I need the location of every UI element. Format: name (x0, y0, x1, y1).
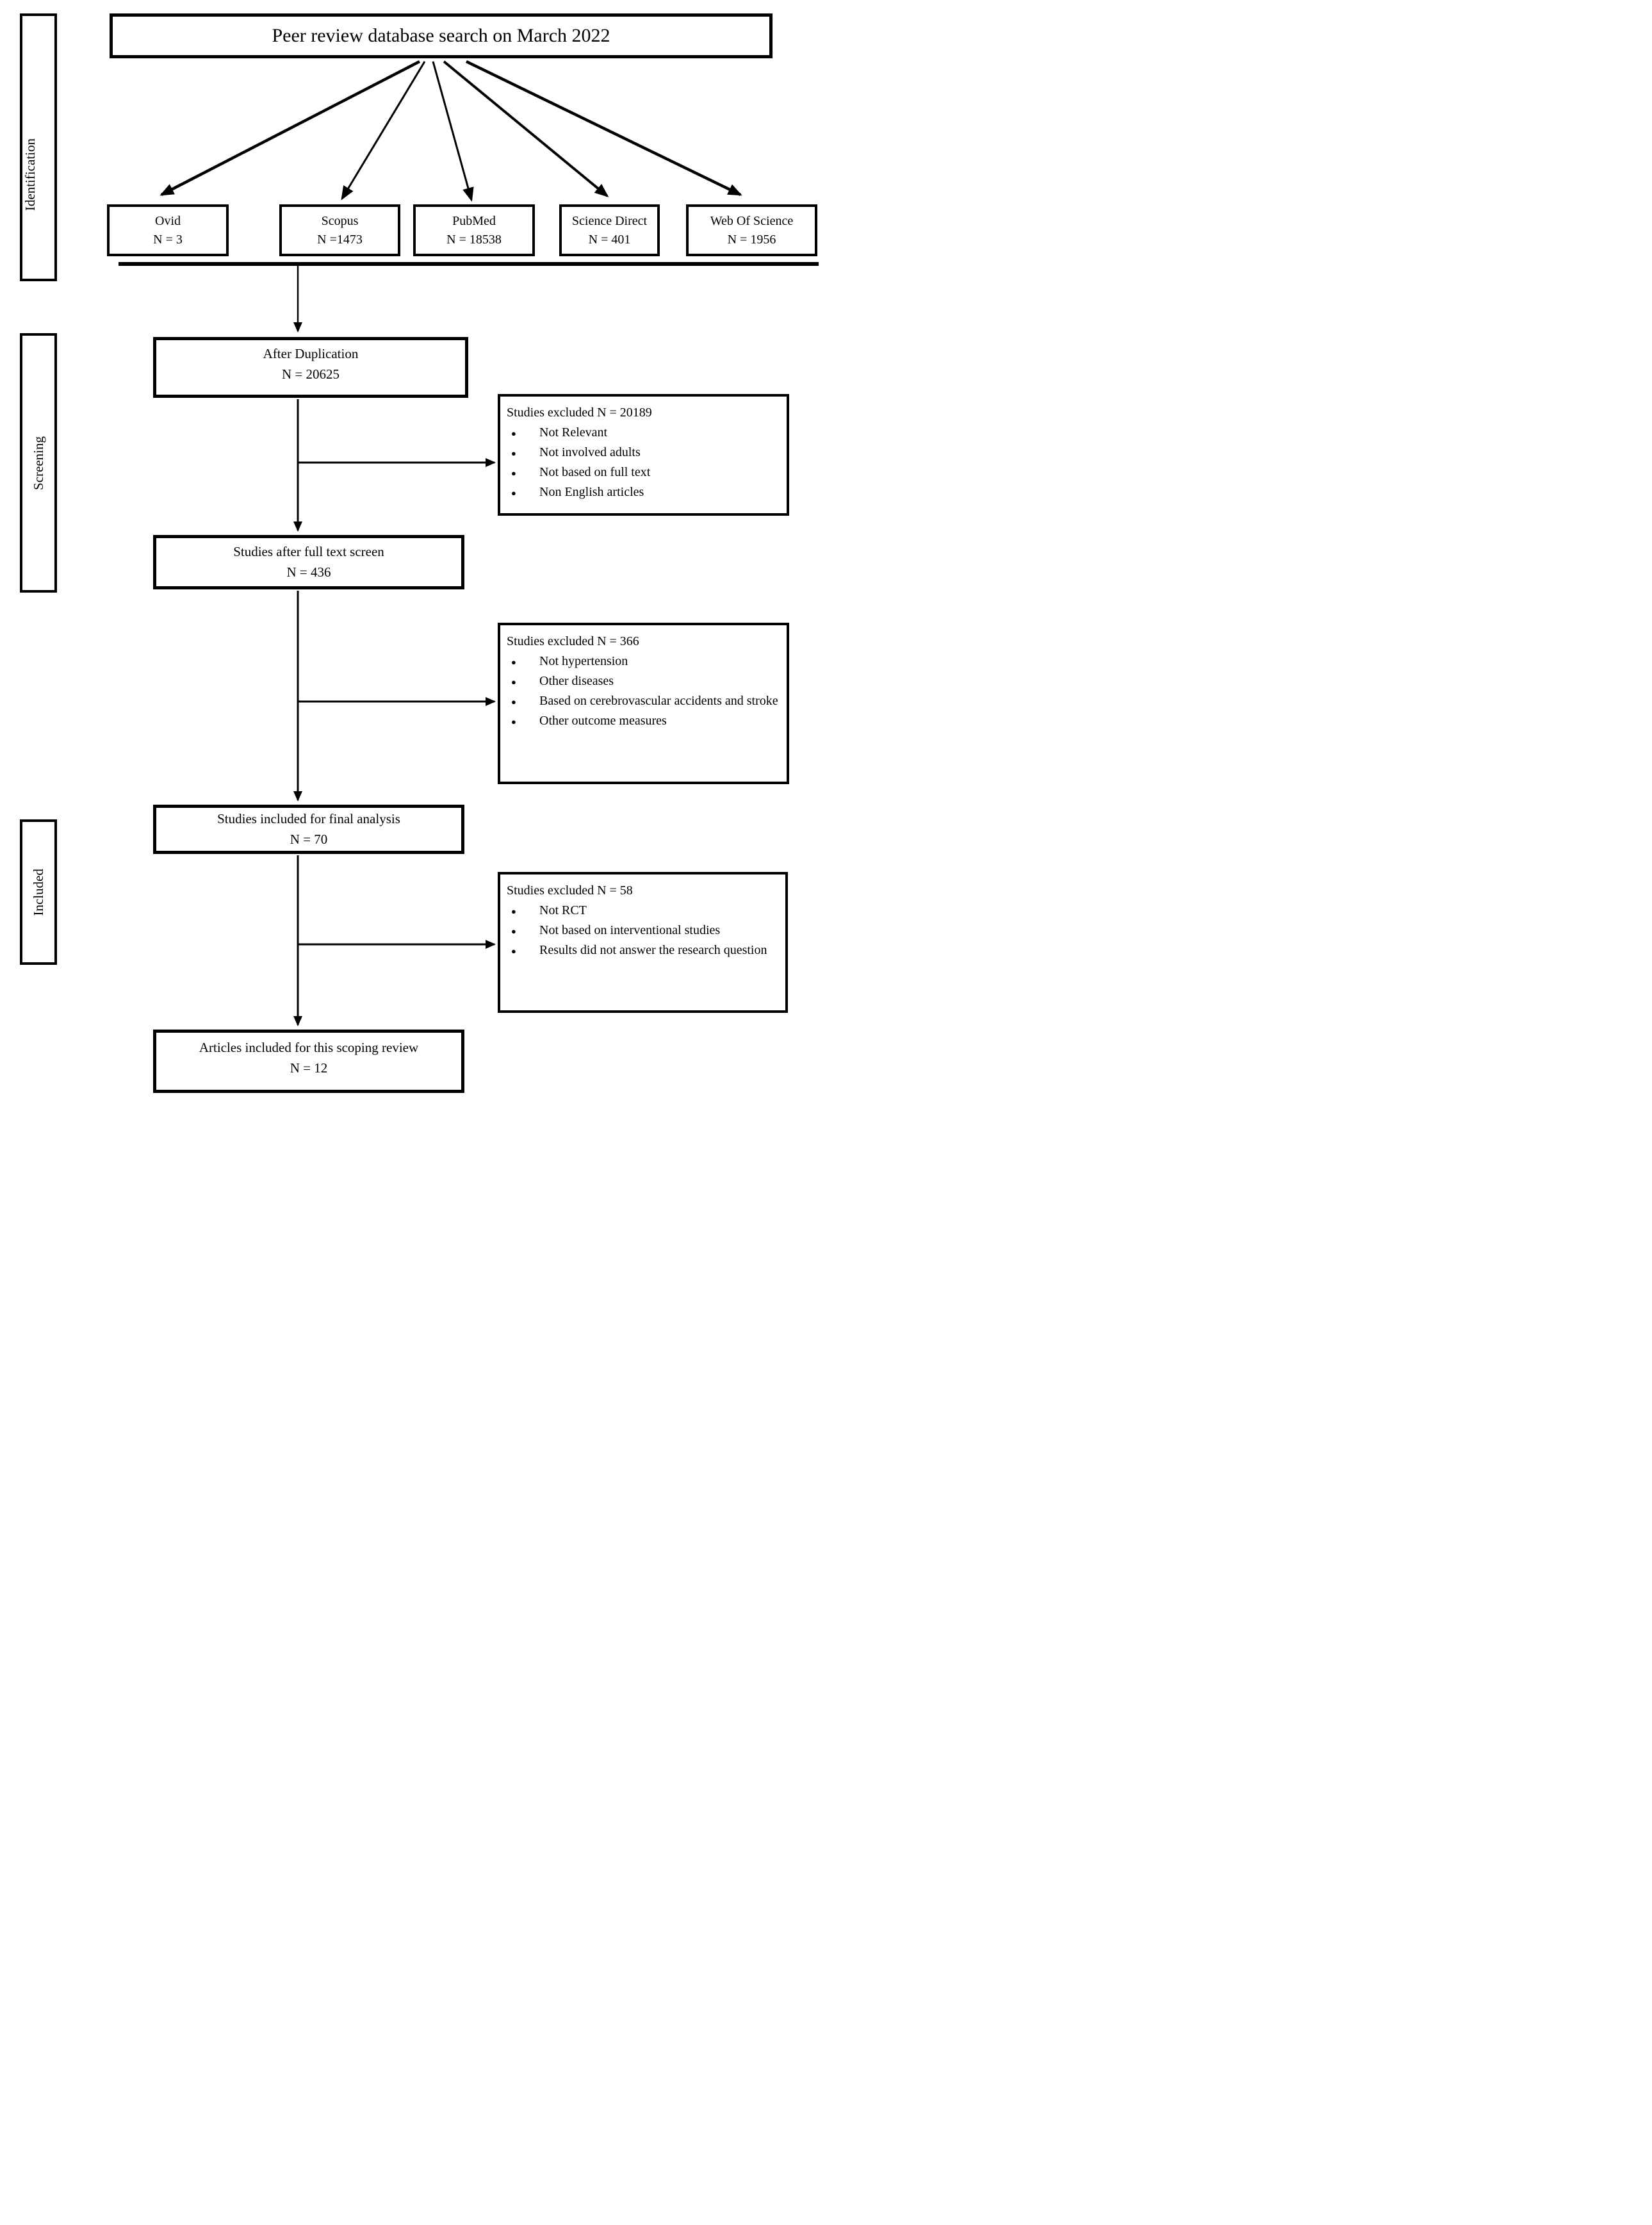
exclusion-reason-list: Not hypertension Other diseases Based on… (507, 652, 781, 732)
database-name: PubMed (452, 213, 496, 228)
exclusion-reason: Not based on full text (507, 463, 781, 483)
arrow-title-to-ovid (159, 60, 421, 196)
diagram-title: Peer review database search on March 202… (272, 25, 610, 46)
exclusion-reason-list: Not Relevant Not involved adults Not bas… (507, 423, 781, 503)
database-box-scopus: Scopus N =1473 (279, 204, 400, 256)
stage-label-screening: Screening (20, 333, 57, 593)
stage-label-text: Identification (22, 138, 38, 211)
flow-box-count: N = 12 (290, 1060, 328, 1076)
exclusion-reason: Not Relevant (507, 423, 781, 443)
flow-box-final-analysis: Studies included for final analysis N = … (153, 805, 464, 854)
flow-box-count: N = 70 (290, 831, 328, 847)
flow-box-label: Studies included for final analysis (217, 811, 400, 826)
database-name: Science Direct (571, 213, 648, 228)
flow-box-label: Studies after full text screen (233, 544, 384, 559)
database-name: Web Of Science (710, 213, 794, 228)
exclusion-box-1: Studies excluded N = 20189 Not Relevant … (498, 394, 789, 516)
database-name: Scopus (321, 213, 359, 228)
exclusion-reason: Based on cerebrovascular accidents and s… (507, 691, 781, 712)
database-count: N =1473 (317, 232, 363, 247)
exclusion-reason: Not involved adults (507, 443, 781, 463)
flow-box-full-text-screen: Studies after full text screen N = 436 (153, 535, 464, 589)
exclusion-reason: Not RCT (507, 901, 780, 921)
exclusion-reason: Results did not answer the research ques… (507, 940, 780, 961)
exclusion-header: Studies excluded N = 58 (507, 883, 633, 898)
exclusion-reason: Not based on interventional studies (507, 921, 780, 941)
database-count: N = 401 (588, 232, 631, 247)
exclusion-reason: Non English articles (507, 482, 781, 503)
exclusion-reason: Not hypertension (507, 652, 781, 672)
flow-box-count: N = 436 (286, 564, 331, 580)
exclusion-reason-list: Not RCT Not based on interventional stud… (507, 901, 780, 961)
stage-label-text: Included (30, 868, 46, 916)
arrow-title-to-webofscience (466, 60, 742, 197)
arrow-title-to-scopus (341, 61, 426, 201)
database-count: N = 1956 (727, 232, 776, 247)
flow-box-scoping-review: Articles included for this scoping revie… (153, 1030, 464, 1093)
flow-box-label: After Duplication (263, 346, 359, 361)
flow-box-count: N = 20625 (281, 366, 339, 382)
exclusion-box-2: Studies excluded N = 366 Not hypertensio… (498, 623, 789, 784)
title-box: Peer review database search on March 202… (110, 13, 773, 58)
stage-label-text: Screening (30, 436, 46, 490)
stage-label-identification: Identification (20, 13, 57, 281)
database-count: N = 3 (153, 232, 183, 247)
database-box-science-direct: Science Direct N = 401 (559, 204, 660, 256)
flow-box-after-duplication: After Duplication N = 20625 (153, 337, 468, 398)
database-name: Ovid (155, 213, 181, 228)
exclusion-header: Studies excluded N = 366 (507, 634, 639, 648)
exclusion-reason: Other outcome measures (507, 711, 781, 732)
stage-label-included: Included (20, 819, 57, 965)
flow-box-label: Articles included for this scoping revie… (199, 1040, 419, 1055)
database-box-web-of-science: Web Of Science N = 1956 (686, 204, 817, 256)
database-box-pubmed: PubMed N = 18538 (413, 204, 535, 256)
arrow-title-to-pubmed (432, 61, 474, 202)
exclusion-header: Studies excluded N = 20189 (507, 406, 652, 420)
exclusion-box-3: Studies excluded N = 58 Not RCT Not base… (498, 872, 788, 1013)
database-count: N = 18538 (446, 232, 502, 247)
exclusion-reason: Other diseases (507, 671, 781, 692)
prisma-flow-diagram: Identification Screening Included Peer r… (0, 0, 826, 1113)
database-box-ovid: Ovid N = 3 (107, 204, 229, 256)
arrow-title-to-sciencedirect (443, 60, 609, 197)
